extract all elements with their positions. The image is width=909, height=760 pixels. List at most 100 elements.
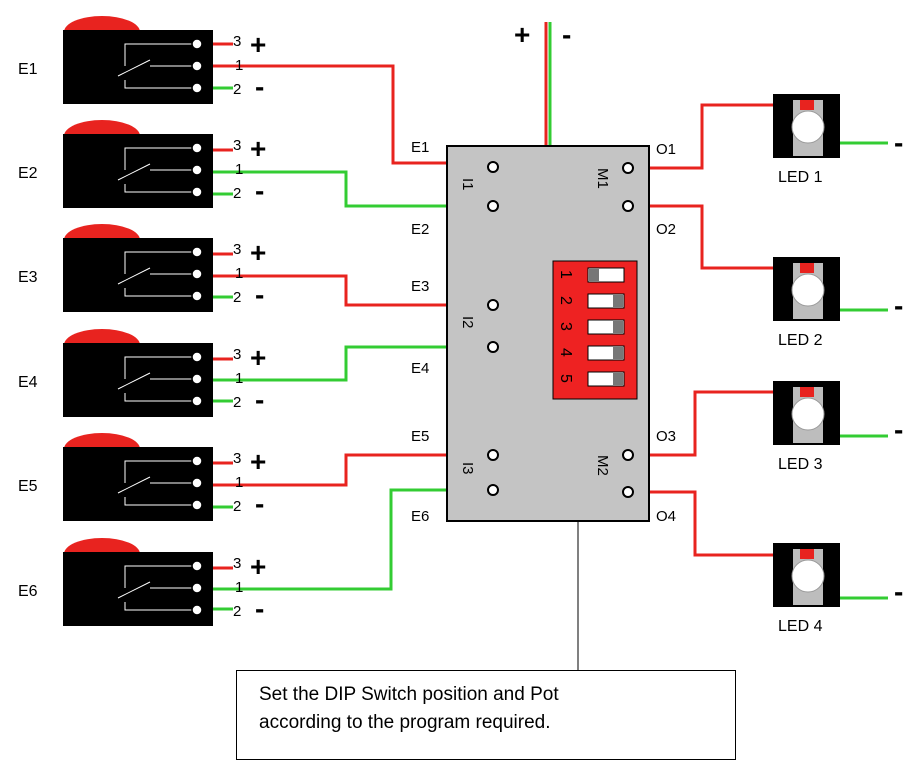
dip-position-4[interactable]: 4 — [557, 345, 625, 361]
dip-number: 1 — [557, 270, 574, 279]
switch-label: E2 — [18, 165, 38, 182]
dip-knob[interactable] — [613, 295, 623, 307]
group-label-m1: M1 — [594, 168, 611, 189]
led-1: LED 1- — [773, 94, 903, 186]
module-label-e2: E2 — [411, 221, 429, 238]
pin-label-1: 1 — [235, 161, 243, 178]
dip-knob[interactable] — [613, 373, 623, 385]
switch-terminal[interactable] — [191, 82, 203, 94]
dip-number: 4 — [557, 348, 574, 357]
note-line-1: Set the DIP Switch position and Pot — [259, 684, 559, 705]
pin-label-2: 2 — [233, 394, 241, 411]
terminal-o3[interactable] — [622, 449, 634, 461]
switch-label: E3 — [18, 269, 38, 286]
dip-position-5[interactable]: 5 — [557, 371, 625, 387]
dip-knob[interactable] — [613, 347, 623, 359]
dip-position-1[interactable]: 1 — [557, 267, 625, 283]
pin-label-3: 3 — [233, 33, 241, 50]
switch-terminal[interactable] — [191, 246, 203, 258]
switch-terminal[interactable] — [191, 560, 203, 572]
switch-terminal[interactable] — [191, 604, 203, 616]
dip-switch[interactable]: 1 2 3 4 5 — [552, 260, 638, 400]
dip-knob[interactable] — [613, 321, 623, 333]
switch-column: E1312+-E2312+-E3312+-E4312+-E5312+-E6312… — [18, 16, 266, 626]
led-lens-icon — [791, 110, 825, 144]
switch-minus: - — [255, 384, 264, 415]
pin-label-2: 2 — [233, 498, 241, 515]
led-4: LED 4- — [773, 543, 903, 635]
terminal-i1-a[interactable] — [487, 161, 499, 173]
switch-body — [63, 134, 213, 208]
supply-plus: + — [514, 19, 530, 50]
contact-line — [124, 356, 193, 379]
switch-terminal[interactable] — [191, 142, 203, 154]
dip-knob[interactable] — [589, 269, 599, 281]
switch-terminal[interactable] — [191, 373, 203, 385]
terminal-i2-a[interactable] — [487, 299, 499, 311]
contact-line — [124, 460, 193, 483]
switch-label: E6 — [18, 583, 38, 600]
terminal-i3-b[interactable] — [487, 484, 499, 496]
switch-terminal[interactable] — [191, 499, 203, 511]
switch-plus: + — [250, 133, 266, 164]
wire-o4 — [628, 490, 781, 557]
switch-plus: + — [250, 237, 266, 268]
terminal-i1-b[interactable] — [487, 200, 499, 212]
wire-e6 — [203, 488, 493, 591]
terminal-o4[interactable] — [622, 486, 634, 498]
switch-minus: - — [255, 279, 264, 310]
contact-lever — [117, 372, 151, 390]
switch-terminal[interactable] — [191, 164, 203, 176]
switch-terminal[interactable] — [191, 38, 203, 50]
switch-terminal[interactable] — [191, 351, 203, 363]
terminal-i3-a[interactable] — [487, 449, 499, 461]
pin-label-3: 3 — [233, 450, 241, 467]
instruction-note: Set the DIP Switch position and Pot acco… — [236, 670, 736, 760]
terminal-o2[interactable] — [622, 200, 634, 212]
switch-plus: + — [250, 551, 266, 582]
led-lens-icon — [791, 397, 825, 431]
contact-line — [124, 497, 193, 506]
pin-label-2: 2 — [233, 81, 241, 98]
module-label-o2: O2 — [656, 221, 676, 238]
contact-line — [124, 80, 193, 89]
group-label-i2: I2 — [459, 316, 476, 329]
supply-minus: - — [562, 19, 571, 50]
switch-terminal[interactable] — [191, 290, 203, 302]
terminal-i2-b[interactable] — [487, 341, 499, 353]
switch-terminal[interactable] — [191, 477, 203, 489]
switch-terminal[interactable] — [191, 455, 203, 467]
pin-label-3: 3 — [233, 555, 241, 572]
switch-body — [63, 30, 213, 104]
contact-lever — [117, 476, 151, 494]
switch-terminal[interactable] — [191, 60, 203, 72]
contact-line — [124, 184, 193, 193]
wire-e3 — [203, 274, 493, 307]
switch-terminal[interactable] — [191, 395, 203, 407]
switch-terminal[interactable] — [191, 186, 203, 198]
led-lens-icon — [791, 559, 825, 593]
led-minus: - — [894, 290, 903, 321]
led-lamp-icon — [800, 263, 814, 273]
contact-line — [124, 393, 193, 402]
switch-body — [63, 238, 213, 312]
pin-label-1: 1 — [235, 265, 243, 282]
switch-terminal[interactable] — [191, 268, 203, 280]
dip-position-3[interactable]: 3 — [557, 319, 625, 335]
terminal-o1[interactable] — [622, 162, 634, 174]
module-label-o1: O1 — [656, 141, 676, 158]
led-lamp-icon — [800, 387, 814, 397]
dip-position-2[interactable]: 2 — [557, 293, 625, 309]
switch-minus: - — [255, 593, 264, 624]
wire-e5 — [203, 453, 493, 487]
switch-minus: - — [255, 488, 264, 519]
switch-terminal[interactable] — [191, 582, 203, 594]
dip-number: 3 — [557, 322, 574, 331]
